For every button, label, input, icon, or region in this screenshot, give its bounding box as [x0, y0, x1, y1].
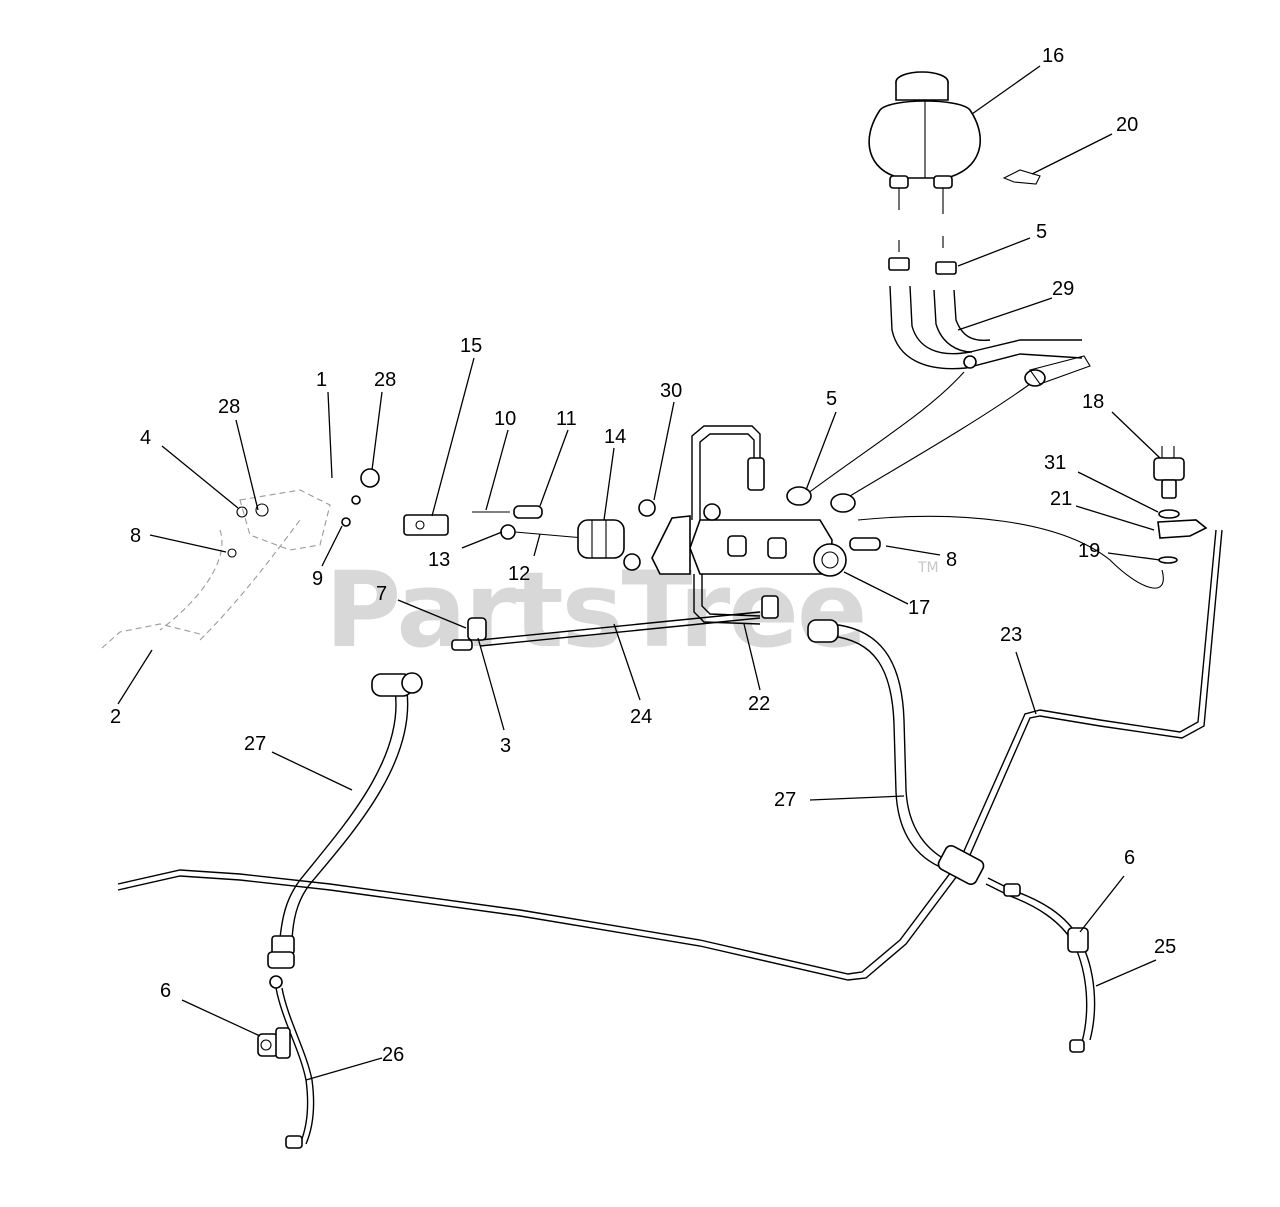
watermark-trademark: TM — [917, 560, 939, 576]
left-caliper-line-26 — [257, 975, 315, 1149]
brake-line-23 — [117, 529, 1223, 981]
callout-4: 4 — [140, 427, 151, 449]
reservoir-feed-lines — [786, 371, 1031, 513]
callout-5-reservoir: 5 — [1036, 221, 1047, 243]
callout-28-right: 28 — [374, 369, 396, 391]
callout-9: 9 — [312, 568, 323, 590]
callout-8-cylinder: 8 — [946, 549, 957, 571]
brake-pedal-assembly — [101, 468, 380, 649]
reservoir-hose-29 — [889, 285, 1091, 387]
reservoir-16 — [868, 71, 1041, 275]
callout-17: 17 — [908, 597, 930, 619]
callout-18: 18 — [1082, 391, 1104, 413]
callout-23: 23 — [1000, 624, 1022, 646]
callout-10: 10 — [494, 408, 516, 430]
pushrod-components — [403, 499, 656, 571]
brake-tubes — [451, 425, 779, 651]
callout-1: 1 — [316, 369, 327, 391]
callout-30: 30 — [660, 380, 682, 402]
callout-22: 22 — [748, 693, 770, 715]
callout-5-cylinder: 5 — [826, 388, 837, 410]
callout-20: 20 — [1116, 114, 1138, 136]
left-brake-hose-27 — [267, 672, 423, 969]
callout-8-pedal: 8 — [130, 525, 141, 547]
callout-28-left: 28 — [218, 396, 240, 418]
callout-numbers: 16 20 5 29 18 31 21 19 5 30 10 11 14 15 … — [110, 45, 1176, 1066]
callout-25: 25 — [1154, 936, 1176, 958]
callout-27-left: 27 — [244, 733, 266, 755]
callout-12: 12 — [508, 563, 530, 585]
callout-16: 16 — [1042, 45, 1064, 67]
callout-27-right: 27 — [774, 789, 796, 811]
callout-7: 7 — [376, 583, 387, 605]
callout-3: 3 — [500, 735, 511, 757]
right-caliper-line-25 — [985, 877, 1096, 1053]
callout-2: 2 — [110, 706, 121, 728]
callout-19: 19 — [1078, 540, 1100, 562]
brake-switch-18 — [857, 446, 1208, 589]
callout-6-left: 6 — [160, 980, 171, 1002]
callout-6-right: 6 — [1124, 847, 1135, 869]
callout-29: 29 — [1052, 278, 1074, 300]
callout-15: 15 — [460, 335, 482, 357]
callout-21: 21 — [1050, 488, 1072, 510]
callout-13: 13 — [428, 549, 450, 571]
callout-14: 14 — [604, 426, 626, 448]
callout-11: 11 — [556, 408, 577, 430]
right-brake-hose-27 — [807, 619, 985, 886]
callout-26: 26 — [382, 1044, 404, 1066]
master-cylinder-17 — [651, 503, 881, 577]
callout-31: 31 — [1044, 452, 1066, 474]
callout-24: 24 — [630, 706, 652, 728]
leader-lines — [117, 65, 1161, 1081]
